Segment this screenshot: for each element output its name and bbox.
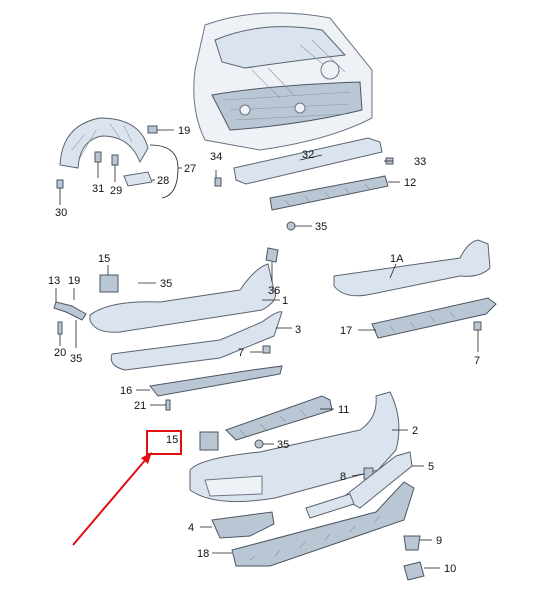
callout-1: 1	[282, 295, 288, 307]
guide-part-11	[225, 395, 333, 441]
callout-8: 8	[340, 471, 346, 483]
clip-part-19	[147, 125, 158, 134]
callout-27: 27	[184, 163, 196, 175]
callout-32: 32	[302, 149, 314, 161]
trim-part-17	[371, 297, 497, 339]
spoiler-part-3	[110, 311, 283, 371]
clip-part-7-left	[262, 345, 271, 354]
bumper-cover-part-1	[89, 263, 276, 333]
callout-20: 20	[54, 347, 66, 359]
highlight-arrowhead	[141, 452, 152, 464]
callout-34: 34	[210, 151, 222, 163]
diffuser-part-18	[231, 481, 415, 567]
callout-19: 19	[178, 125, 190, 137]
bumper-cover-part-1A	[333, 239, 491, 297]
highlight-box	[146, 430, 182, 455]
callout-1A: 1A	[390, 253, 404, 265]
callout-18: 18	[197, 548, 209, 560]
bracket-part-10	[403, 561, 425, 581]
screw-part-29	[111, 154, 119, 166]
callout-16: 16	[120, 385, 132, 397]
trim-part-5	[341, 451, 413, 509]
callout-11: 11	[338, 404, 349, 416]
screw-part-34	[214, 177, 222, 187]
clip-part-30	[56, 179, 64, 189]
callout-31: 31	[92, 183, 104, 195]
nut-part-35-top	[286, 221, 296, 231]
callout-28: 28	[157, 175, 169, 187]
callout-36: 36	[268, 285, 280, 297]
callout-5: 5	[428, 461, 434, 473]
callout-3: 3	[295, 324, 301, 336]
callout-33: 33	[414, 156, 426, 168]
bracket-part-15-lower	[199, 431, 219, 451]
callout-35-lower: 35	[277, 439, 289, 451]
screw-part-21	[165, 399, 171, 411]
callout-2: 2	[412, 425, 418, 437]
clip-part-7-right	[473, 321, 482, 331]
callout-7-left: 7	[238, 347, 244, 359]
callout-4: 4	[188, 522, 194, 534]
diffuser-part-18-upper	[305, 493, 355, 519]
bumper-cover-part-2	[189, 391, 400, 503]
callout-15-highlighted: 15	[166, 434, 178, 446]
highlight-arrow	[72, 457, 148, 546]
panel-part-28	[123, 171, 153, 187]
callout-19-left: 19	[68, 275, 80, 287]
callout-7-right: 7	[474, 355, 480, 367]
callout-29: 29	[110, 185, 122, 197]
callout-9: 9	[436, 535, 442, 547]
callout-17: 17	[340, 325, 352, 337]
bracket-part-36	[265, 247, 279, 263]
callout-15-upper: 15	[98, 253, 110, 265]
clip-part-20	[57, 321, 63, 335]
bracket-part-9	[403, 535, 421, 551]
callout-35-left: 35	[70, 353, 82, 365]
callout-21: 21	[134, 400, 146, 412]
callout-13: 13	[48, 275, 60, 287]
car-rear-body	[193, 12, 373, 151]
nut-part-35-lower	[254, 439, 264, 449]
screw-part-31	[94, 151, 102, 163]
callout-12: 12	[404, 177, 416, 189]
reflector-part-4	[211, 511, 275, 539]
energy-absorber-part-12	[269, 175, 389, 211]
callout-30: 30	[55, 207, 67, 219]
diffuser-part-16	[149, 365, 283, 397]
callout-10: 10	[444, 563, 456, 575]
trim-part-13	[53, 301, 87, 321]
callout-35-top: 35	[315, 221, 327, 233]
impact-bar-part-32	[233, 137, 383, 185]
bracket-part-15-upper	[99, 274, 119, 293]
wheel-housing-liner	[59, 117, 149, 169]
callout-35-middle: 35	[160, 278, 172, 290]
leader-lines	[55, 129, 479, 569]
